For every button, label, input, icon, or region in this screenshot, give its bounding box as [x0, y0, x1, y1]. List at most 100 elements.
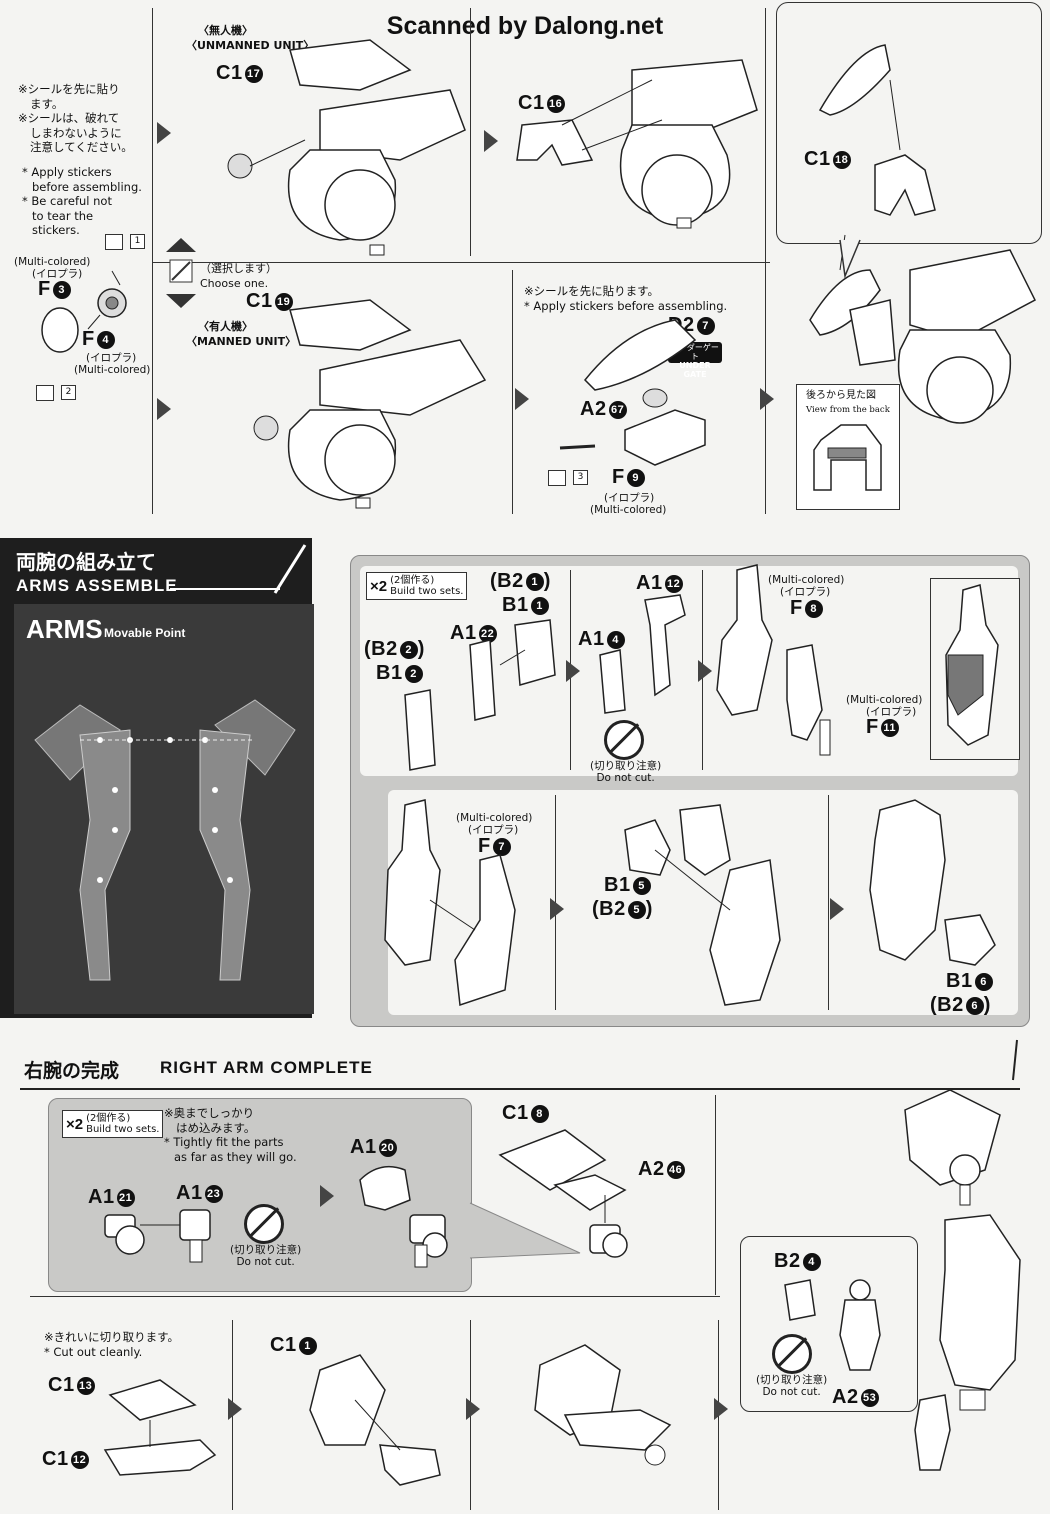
sticker-note-jp: ※シールを先に貼り ます。 ※シールは、破れて しまわないように 注意してくださ…: [18, 82, 133, 154]
arms-step-row1: [360, 566, 1018, 776]
hand-callout-box: [740, 1236, 918, 1412]
arms-title-jp: 両腕の組み立て: [16, 550, 156, 574]
elbow-joint-parts-illustration: [104, 1209, 211, 1263]
back-view-illustration: [813, 424, 882, 491]
multi-colored-label: (Multi-colored): [768, 574, 845, 586]
title-rule: [20, 1088, 1020, 1090]
callout-pointer: [839, 239, 861, 279]
pod-unmanned-illustration: [227, 39, 466, 256]
pod-step-illustration: [516, 59, 758, 229]
collar-part-illustration: [41, 270, 127, 353]
divider: [470, 8, 471, 256]
elbow-cover-illustration: [359, 1165, 448, 1268]
multi-colored-label-jp: (イロプラ): [866, 706, 917, 718]
sticker-icon: [36, 385, 54, 401]
sticker-icon: [105, 234, 123, 250]
cut-clean-note: ※きれいに切り取ります。 * Cut out cleanly.: [44, 1330, 179, 1359]
callout-pointer: [469, 1202, 581, 1259]
view-from-back-jp: 後ろから見た図: [806, 390, 876, 401]
step-arrow: [484, 130, 498, 152]
step-arrow: [714, 1398, 728, 1420]
arms-photo-panel: [14, 604, 314, 1014]
arms-photo-subtitle: Movable Point: [104, 626, 186, 640]
multi-colored-label-jp: (イロプラ): [86, 352, 137, 364]
divider: [152, 262, 770, 263]
multi-colored-label: (Multi-colored): [74, 364, 151, 376]
step-arrow: [466, 1398, 480, 1420]
shoulder-plate-parts-illustration: [103, 1379, 217, 1476]
choose-updown-icon: [166, 238, 196, 308]
step-arrow: [566, 660, 580, 682]
step-arrow: [228, 1398, 242, 1420]
sticker-note2: ※シールを先に貼ります。 * Apply stickers before ass…: [524, 284, 728, 313]
pod-manned-illustration: [253, 299, 487, 509]
arms-photo-title: ARMS: [26, 614, 103, 644]
title-rule: [170, 588, 280, 590]
divider: [715, 1095, 716, 1295]
multi-colored-label: (Multi-colored): [590, 504, 667, 516]
step-arrow: [515, 388, 529, 410]
sticker-icon: [548, 470, 566, 486]
right-arm-complete-illustration: [904, 1089, 1021, 1471]
elbow-joint-illustration: [599, 594, 686, 714]
spacer: [0, 524, 1050, 534]
step-arrow: [157, 122, 171, 144]
build-two-badge: ×2(2個作る)Build two sets.: [62, 1110, 164, 1138]
fit-note: ※奥までしっかり はめ込みます。 * Tightly fit the parts…: [164, 1106, 297, 1164]
divider: [512, 270, 513, 514]
title-slash-decor: [1012, 1039, 1018, 1081]
step-arrow: [830, 898, 844, 920]
pod-final-illustration: [809, 234, 1036, 424]
divider: [30, 1296, 720, 1297]
right-arm-title-jp: 右腕の完成: [24, 1060, 120, 1082]
title-slash-decor: [273, 544, 307, 594]
divider: [828, 795, 829, 1010]
sticker-number: 2: [61, 385, 76, 400]
multi-colored-label: (Multi-colored): [456, 812, 533, 824]
callout-box: [776, 2, 1042, 244]
do-not-cut-label: (切り取り注意)Do not cut.: [230, 1244, 302, 1268]
step-arrow: [550, 898, 564, 920]
step-arrow: [157, 398, 171, 420]
divider: [152, 8, 153, 514]
multi-colored-label-jp: (イロプラ): [780, 586, 831, 598]
multi-colored-label: (Multi-colored): [14, 256, 91, 268]
step-arrow: [760, 388, 774, 410]
step-arrow: [320, 1185, 334, 1207]
multi-colored-label: (Multi-colored): [846, 694, 923, 706]
upper-arm-frame-illustration: [716, 564, 831, 756]
choose-note: （選択します） Choose one.: [200, 262, 277, 290]
forearm-assembled-illustration: [869, 799, 996, 966]
arms-photo-illustration: [34, 699, 296, 981]
multi-colored-label-jp: (イロプラ): [468, 824, 519, 836]
forearm-cover-illustration: [624, 804, 781, 1006]
shoulder-armor-illustration: [498, 1129, 628, 1258]
multi-colored-label-jp: (イロプラ): [604, 492, 655, 504]
view-from-back-en: View from the back: [806, 405, 890, 415]
